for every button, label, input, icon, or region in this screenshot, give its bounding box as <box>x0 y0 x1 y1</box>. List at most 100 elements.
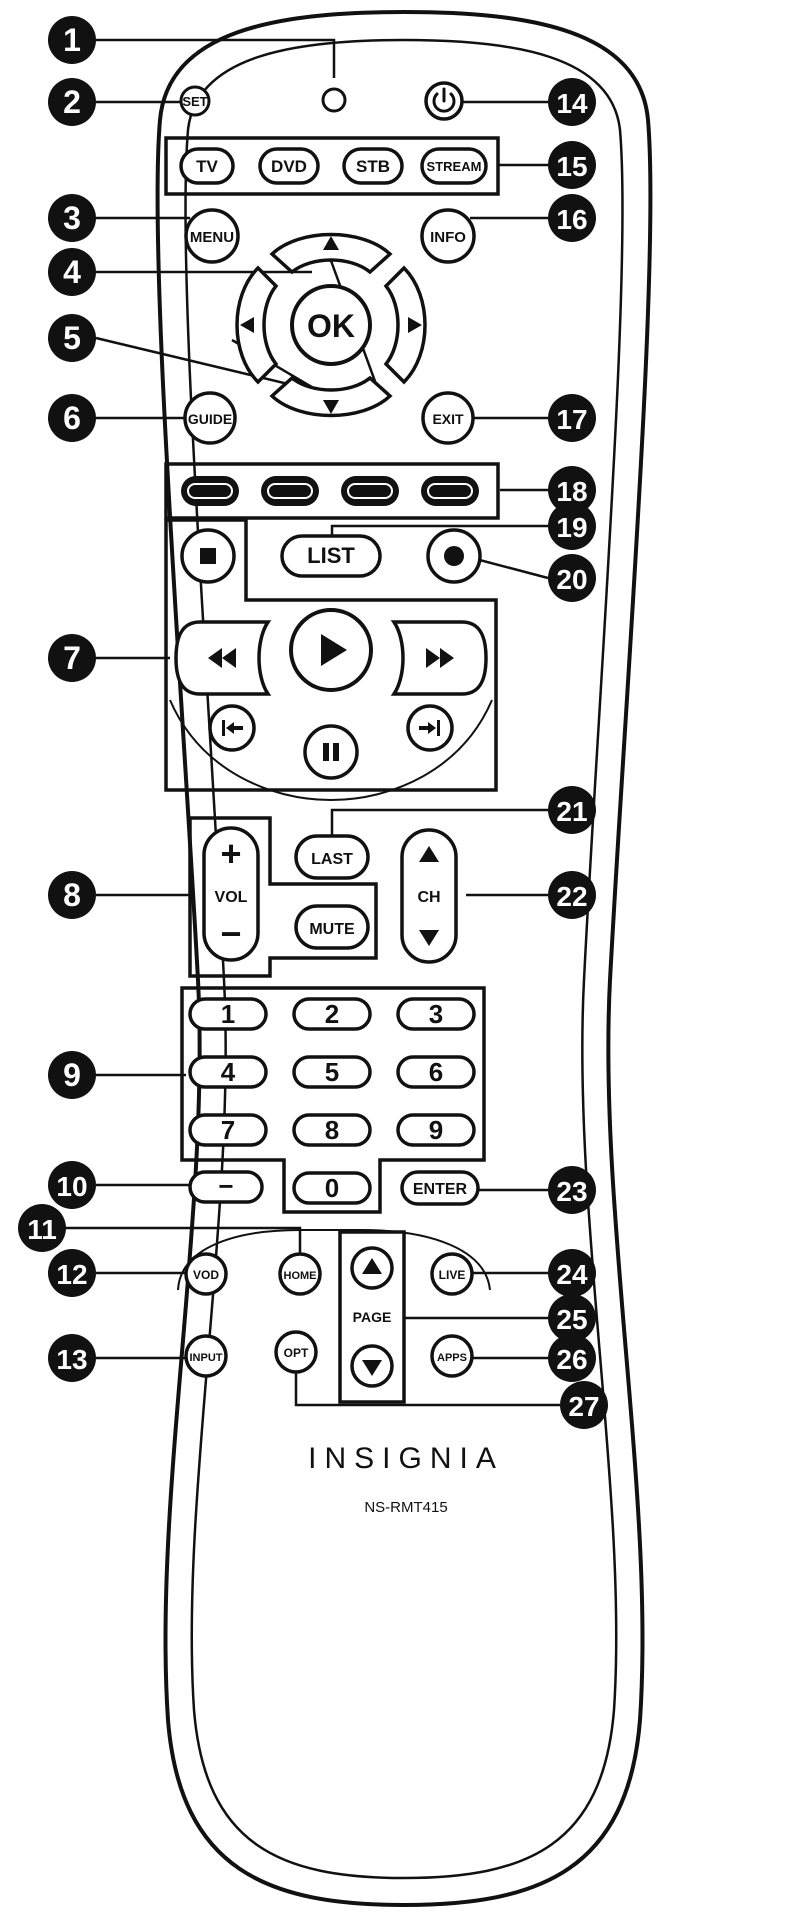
skip-back-button[interactable] <box>208 704 256 752</box>
color-button-1[interactable] <box>181 476 239 506</box>
digit-label-2: 2 <box>325 999 339 1029</box>
channel-down-icon <box>419 930 439 946</box>
callout-4: 4 <box>48 248 96 296</box>
power-button[interactable] <box>424 81 464 121</box>
exit-label: EXIT <box>432 411 464 427</box>
arrow-down-icon <box>323 400 339 414</box>
callout-number-7: 7 <box>63 640 81 676</box>
digit-button-4[interactable]: 4 <box>188 1055 268 1089</box>
stb-button[interactable]: STB <box>342 147 404 185</box>
guide-label: GUIDE <box>188 411 232 427</box>
digit-button-5[interactable]: 5 <box>292 1055 372 1089</box>
stb-label: STB <box>356 157 390 176</box>
live-button[interactable]: LIVE <box>430 1252 474 1296</box>
digit-button-1[interactable]: 1 <box>188 997 268 1031</box>
callout-2: 2 <box>48 78 96 126</box>
callout-number-20: 20 <box>556 564 587 595</box>
stream-label: STREAM <box>427 159 482 174</box>
digit-label-0: 0 <box>325 1173 339 1203</box>
leader-lines <box>60 38 560 1407</box>
skip-forward-button[interactable] <box>406 704 454 752</box>
tv-button[interactable]: TV <box>179 147 235 185</box>
page-up-button[interactable] <box>350 1246 394 1290</box>
mute-button[interactable]: MUTE <box>294 904 370 950</box>
callout-5: 5 <box>48 314 96 362</box>
opt-button[interactable]: OPT <box>274 1330 318 1374</box>
digit-label-3: 3 <box>429 999 443 1029</box>
color-button-2[interactable] <box>261 476 319 506</box>
arrow-left-icon <box>240 317 254 333</box>
callout-number-23: 23 <box>556 1176 587 1207</box>
callout-12: 12 <box>48 1249 96 1297</box>
digit-button-6[interactable]: 6 <box>396 1055 476 1089</box>
callout-number-15: 15 <box>556 151 587 182</box>
dpad-left-button[interactable] <box>235 265 279 385</box>
color-button-4[interactable] <box>421 476 479 506</box>
dpad-down-button[interactable] <box>269 375 393 418</box>
volume-rocker[interactable]: + VOL − <box>202 826 260 962</box>
callout-24: 24 <box>548 1249 596 1297</box>
callout-number-16: 16 <box>556 204 587 235</box>
play-button[interactable] <box>289 608 373 692</box>
callout-3: 3 <box>48 194 96 242</box>
vod-label: VOD <box>193 1268 219 1282</box>
callout-10: 10 <box>48 1161 96 1209</box>
dpad-up-button[interactable] <box>269 232 393 275</box>
vod-button[interactable]: VOD <box>184 1252 228 1296</box>
apps-button[interactable]: APPS <box>430 1334 474 1378</box>
dpad-right-button[interactable] <box>383 265 427 385</box>
callout-1: 1 <box>48 16 96 64</box>
pause-button[interactable] <box>303 724 359 780</box>
number-pad: 1 2 3 4 5 6 7 8 9 0 <box>188 997 476 1205</box>
digit-button-7[interactable]: 7 <box>188 1113 268 1147</box>
record-button[interactable] <box>426 528 482 584</box>
callout-20: 20 <box>548 554 596 602</box>
volume-down-icon: − <box>220 913 241 954</box>
set-button[interactable]: SET <box>179 85 211 117</box>
home-button[interactable]: HOME <box>278 1252 322 1296</box>
last-button[interactable]: LAST <box>294 834 370 880</box>
list-button[interactable]: LIST <box>280 534 382 578</box>
digit-button-2[interactable]: 2 <box>292 997 372 1031</box>
callout-6: 6 <box>48 394 96 442</box>
ok-button[interactable] <box>290 284 372 366</box>
stop-button[interactable] <box>180 528 236 584</box>
opt-label: OPT <box>284 1346 309 1360</box>
fast-forward-button[interactable] <box>390 620 488 696</box>
exit-button[interactable]: EXIT <box>421 391 475 445</box>
channel-rocker[interactable]: CH <box>400 828 458 964</box>
color-button-3[interactable] <box>341 476 399 506</box>
callout-number-17: 17 <box>556 404 587 435</box>
play-icon <box>321 634 347 666</box>
callout-18: 18 <box>548 466 596 514</box>
menu-button[interactable]: MENU <box>184 208 240 264</box>
digit-button-0[interactable]: 0 <box>292 1171 372 1205</box>
dvd-button[interactable]: DVD <box>258 147 320 185</box>
dash-button[interactable]: − <box>188 1170 264 1204</box>
callout-16: 16 <box>548 194 596 242</box>
enter-button[interactable]: ENTER <box>400 1170 480 1206</box>
skip-back-icon <box>222 720 243 736</box>
callout-7: 7 <box>48 634 96 682</box>
guide-button[interactable]: GUIDE <box>183 391 237 445</box>
callout-19: 19 <box>548 502 596 550</box>
digit-button-3[interactable]: 3 <box>396 997 476 1031</box>
digit-button-9[interactable]: 9 <box>396 1113 476 1147</box>
callout-number-18: 18 <box>556 476 587 507</box>
ok-label: OK <box>307 308 355 344</box>
page-down-button[interactable] <box>350 1344 394 1388</box>
input-button[interactable]: INPUT <box>184 1334 228 1378</box>
info-button[interactable]: INFO <box>420 208 476 264</box>
rewind-button[interactable] <box>174 620 272 696</box>
callout-number-11: 11 <box>27 1214 57 1245</box>
stream-button[interactable]: STREAM <box>420 147 488 185</box>
dvd-label: DVD <box>271 157 307 176</box>
callout-11: 11 <box>18 1204 66 1252</box>
digit-button-8[interactable]: 8 <box>292 1113 372 1147</box>
callout-23: 23 <box>548 1166 596 1214</box>
digit-label-5: 5 <box>325 1057 339 1087</box>
callout-number-2: 2 <box>63 84 81 120</box>
digit-label-8: 8 <box>325 1115 339 1145</box>
dpad: OK <box>235 232 427 418</box>
